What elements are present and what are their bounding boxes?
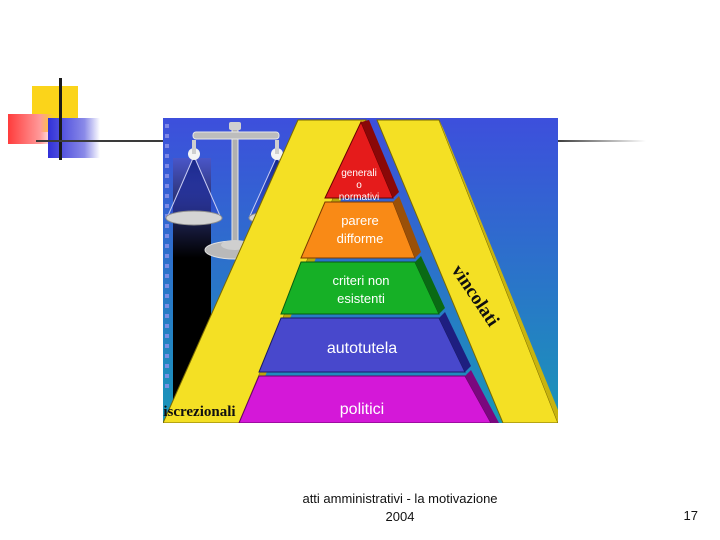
decorative-vertical-line (59, 78, 62, 160)
footer-line-2: 2004 (385, 509, 415, 524)
decorative-blue-square (48, 118, 100, 158)
label-autotutela: autotutela (327, 340, 397, 357)
label-politici: politici (340, 401, 384, 418)
pyramid-level-autotutela (258, 312, 471, 373)
footer-line-1: atti amministrativi - la motivazione (302, 491, 498, 506)
slide-footer: atti amministrativi - la motivazione 200… (282, 490, 518, 526)
pyramid-level-generali-o-normativi (324, 120, 399, 199)
label-o: o (356, 180, 362, 191)
decorative-red-square (8, 114, 54, 144)
label-difforme: difforme (337, 231, 384, 246)
label-discrezionali: discrezionali (163, 404, 236, 420)
pyramid-level-parere-difforme (300, 196, 421, 259)
pyramid-illustration: generali o normativi parere difforme cri… (163, 118, 558, 423)
pyramid-level-criteri-non-esistenti (280, 256, 445, 315)
label-normativi: normativi (339, 192, 380, 203)
label-esistenti: esistenti (337, 291, 385, 306)
title-underline-fade (556, 140, 646, 142)
label-parere: parere (341, 213, 379, 228)
label-generali: generali (341, 168, 377, 179)
label-criteri-non: criteri non (332, 273, 389, 288)
pyramid-level-politici (238, 370, 499, 423)
page-number: 17 (683, 508, 698, 523)
